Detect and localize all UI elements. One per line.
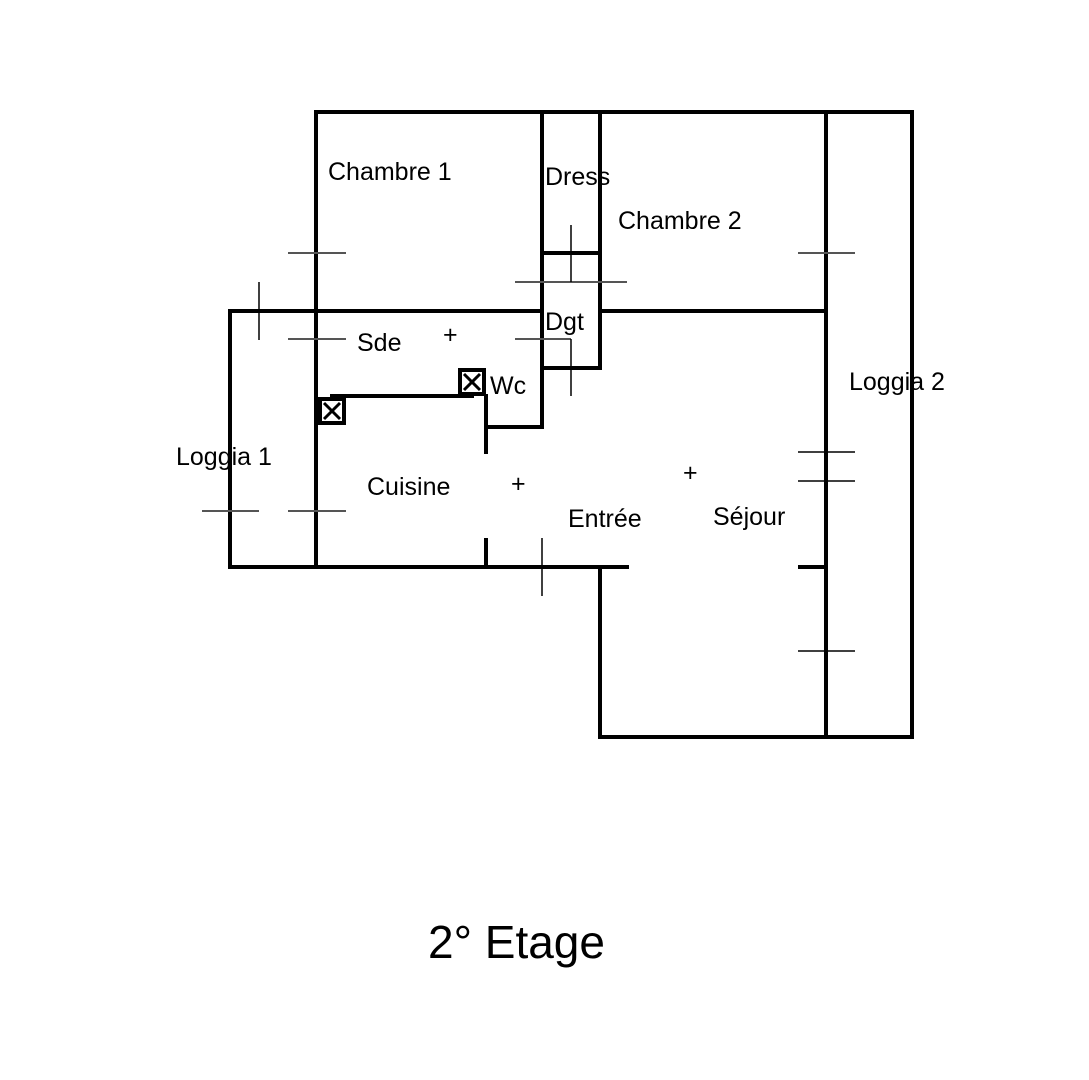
label-entree: Entrée (568, 505, 642, 533)
label-wc: Wc (490, 372, 526, 400)
label-loggia1: Loggia 1 (176, 443, 272, 471)
label-chambre2: Chambre 2 (618, 207, 742, 235)
window-door-marks (202, 225, 855, 652)
label-dress: Dress (545, 163, 610, 191)
label-chambre1: Chambre 1 (328, 158, 452, 186)
label-loggia2: Loggia 2 (849, 368, 945, 396)
center-marker: + (443, 321, 458, 349)
center-marker: + (511, 470, 526, 498)
room-labels: Chambre 1 Dress Chambre 2 Sde Dgt Wc Log… (176, 158, 945, 533)
label-cuisine: Cuisine (367, 473, 450, 501)
center-marker: + (683, 459, 698, 487)
ventilation-ducts (318, 368, 486, 425)
label-sde: Sde (357, 329, 401, 357)
floor-title: 2° Etage (428, 916, 605, 968)
duct-icon (458, 368, 486, 396)
label-dgt: Dgt (545, 308, 584, 336)
duct-icon (318, 397, 346, 425)
walls (228, 110, 914, 739)
label-sejour: Séjour (713, 503, 785, 531)
